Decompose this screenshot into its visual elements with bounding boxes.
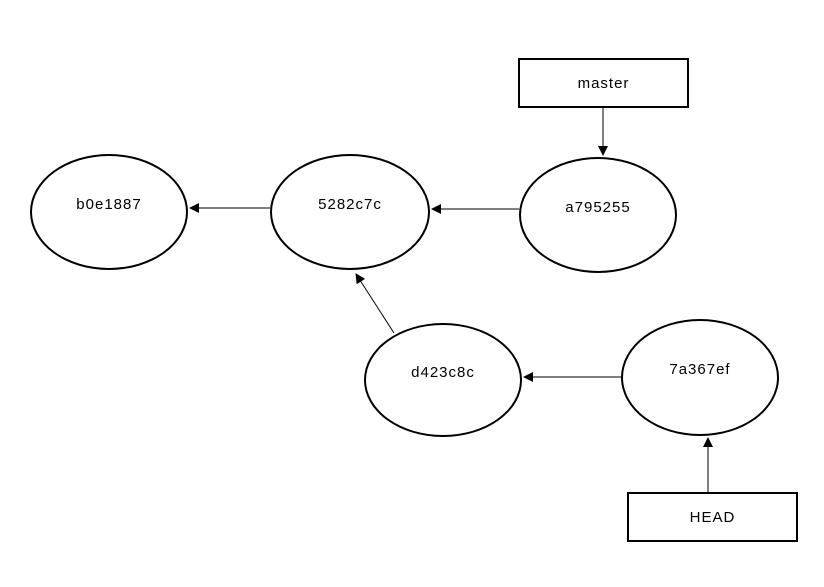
- commit-label-7a367ef: 7a367ef: [669, 361, 731, 378]
- commit-node-5282c7c: 5282c7c: [270, 154, 430, 270]
- commit-label-d423c8c: d423c8c: [411, 363, 475, 381]
- commit-node-d423c8c: d423c8c: [364, 323, 522, 437]
- ref-label-HEAD: HEAD: [689, 508, 736, 526]
- ref-box-master: master: [518, 58, 689, 108]
- commit-node-a795255: a795255: [519, 157, 677, 273]
- ref-label-master: master: [577, 74, 630, 92]
- commit-label-a795255: a795255: [565, 198, 631, 216]
- commit-node-b0e1887: b0e1887: [30, 154, 188, 270]
- edge-d423c8c-to-5282c7c: [355, 273, 395, 334]
- ref-box-HEAD: HEAD: [627, 492, 798, 542]
- commit-label-b0e1887: b0e1887: [76, 195, 142, 213]
- commit-node-7a367ef: 7a367ef: [621, 319, 779, 436]
- commit-label-5282c7c: 5282c7c: [318, 195, 382, 213]
